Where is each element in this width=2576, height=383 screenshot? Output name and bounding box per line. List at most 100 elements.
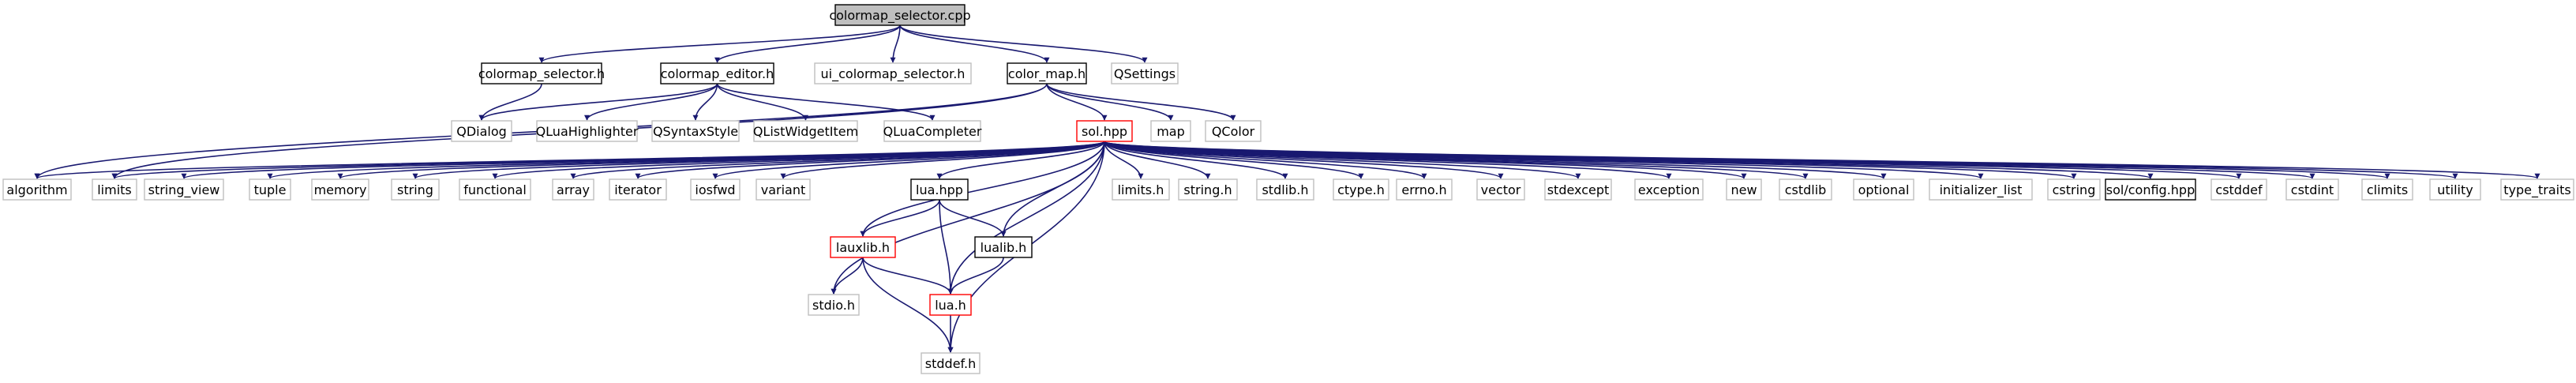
edge-sol-hpp-to-lua-h xyxy=(947,141,1105,295)
node-limits-h[interactable]: limits.h xyxy=(1112,178,1170,201)
node-label: errno.h xyxy=(1401,182,1446,197)
node-color-map-h[interactable]: color_map.h xyxy=(1007,62,1087,84)
node-box xyxy=(552,178,594,201)
node-lauxlib-h[interactable]: lauxlib.h xyxy=(830,236,896,258)
node-root[interactable]: colormap_selector.cpp xyxy=(829,4,971,26)
node-string[interactable]: string xyxy=(391,178,440,201)
node-box xyxy=(808,294,860,316)
node-label: stdexcept xyxy=(1547,182,1610,197)
node-qluahighlighter[interactable]: QLuaHighlighter xyxy=(536,120,639,142)
node-label: iosfwd xyxy=(695,182,735,197)
node-qluacompleter[interactable]: QLuaCompleter xyxy=(883,120,982,142)
node-iosfwd[interactable]: iosfwd xyxy=(690,178,741,201)
node-memory[interactable]: memory xyxy=(311,178,369,201)
node-qsyntaxstyle[interactable]: QSyntaxStyle xyxy=(651,120,740,142)
edge-sol-hpp-to-limits-h xyxy=(1104,141,1144,179)
edges-layer xyxy=(34,24,2540,353)
node-new[interactable]: new xyxy=(1726,178,1762,201)
node-map[interactable]: map xyxy=(1150,120,1191,142)
node-label: climits xyxy=(2367,182,2408,197)
node-stdlib-h[interactable]: stdlib.h xyxy=(1256,178,1314,201)
node-box xyxy=(249,178,291,201)
edge-root-to-colormap-editor-h xyxy=(714,24,901,63)
edge-colormap-editor-h-to-qlistwidgetitem xyxy=(716,83,808,121)
node-stdexcept[interactable]: stdexcept xyxy=(1544,178,1612,201)
node-label: lauxlib.h xyxy=(836,240,890,255)
node-lualib-h[interactable]: lualib.h xyxy=(974,236,1033,258)
node-box xyxy=(1333,178,1389,201)
node-colormap-editor-h[interactable]: colormap_editor.h xyxy=(660,62,774,84)
node-box xyxy=(2285,178,2339,201)
node-utility[interactable]: utility xyxy=(2429,178,2481,201)
edge-sol-hpp-to-tuple xyxy=(267,141,1105,179)
node-box xyxy=(1178,178,1238,201)
node-cstdint[interactable]: cstdint xyxy=(2285,178,2339,201)
node-colormap-selector-h[interactable]: colormap_selector.h xyxy=(478,62,605,84)
node-label: vector xyxy=(1481,182,1521,197)
node-limits[interactable]: limits xyxy=(92,178,137,201)
node-type-traits[interactable]: type_traits xyxy=(2500,178,2574,201)
node-exception[interactable]: exception xyxy=(1634,178,1704,201)
node-tuple[interactable]: tuple xyxy=(249,178,291,201)
node-label: colormap_selector.cpp xyxy=(829,8,970,24)
edge-sol-hpp-to-memory xyxy=(337,141,1105,179)
node-errno-h[interactable]: errno.h xyxy=(1396,178,1453,201)
node-qdialog[interactable]: QDialog xyxy=(451,120,512,142)
edge-lualib-h-to-lua-h xyxy=(947,257,1004,295)
nodes-layer: colormap_selector.cpp colormap_selector.h… xyxy=(2,4,2574,374)
node-label: string_view xyxy=(148,182,220,198)
node-box xyxy=(536,120,638,142)
node-label: stdlib.h xyxy=(1262,182,1308,197)
node-vector[interactable]: vector xyxy=(1476,178,1525,201)
node-box xyxy=(2361,178,2413,201)
node-sol-hpp[interactable]: sol.hpp xyxy=(1076,120,1133,142)
node-box xyxy=(2105,178,2196,201)
node-string-h[interactable]: string.h xyxy=(1178,178,1238,201)
node-label: stdio.h xyxy=(812,298,855,313)
node-qlistwidgetitem[interactable]: QListWidgetItem xyxy=(753,120,858,142)
edge-sol-hpp-to-ctype-h xyxy=(1104,141,1364,179)
node-ctype-h[interactable]: ctype.h xyxy=(1333,178,1389,201)
edge-root-to-qsettings xyxy=(899,24,1148,63)
node-qsettings[interactable]: QSettings xyxy=(1111,62,1179,84)
node-array[interactable]: array xyxy=(552,178,594,201)
node-box xyxy=(2047,178,2101,201)
node-box xyxy=(1396,178,1453,201)
node-cstring[interactable]: cstring xyxy=(2047,178,2101,201)
node-initializer-list[interactable]: initializer_list xyxy=(1929,178,2033,201)
node-sol-config-hpp[interactable]: sol/config.hpp xyxy=(2105,178,2196,201)
node-qcolor[interactable]: QColor xyxy=(1205,120,1262,142)
node-string-view[interactable]: string_view xyxy=(144,178,224,201)
node-lua-h[interactable]: lua.h xyxy=(929,294,972,316)
node-label: cstdlib xyxy=(1785,182,1827,197)
node-label: limits xyxy=(97,182,132,197)
node-cstddef[interactable]: cstddef xyxy=(2210,178,2267,201)
node-iterator[interactable]: iterator xyxy=(609,178,667,201)
node-stddef-h[interactable]: stddef.h xyxy=(921,352,981,374)
node-variant[interactable]: variant xyxy=(756,178,811,201)
node-stdio-h[interactable]: stdio.h xyxy=(808,294,860,316)
node-cstdlib[interactable]: cstdlib xyxy=(1779,178,1832,201)
node-box xyxy=(1150,120,1191,142)
node-label: optional xyxy=(1858,182,1910,197)
node-label: colormap_selector.h xyxy=(478,66,605,82)
node-functional[interactable]: functional xyxy=(459,178,531,201)
node-box xyxy=(814,62,972,84)
node-label: sol/config.hpp xyxy=(2106,182,2195,197)
node-label: ui_colormap_selector.h xyxy=(821,66,966,82)
node-climits[interactable]: climits xyxy=(2361,178,2413,201)
node-optional[interactable]: optional xyxy=(1853,178,1914,201)
edge-sol-hpp-to-type-traits xyxy=(1104,141,2540,179)
edge-colormap-editor-h-to-qluahighlighter xyxy=(584,83,718,121)
node-label: QColor xyxy=(1212,124,1255,139)
node-box xyxy=(753,120,858,142)
node-ui-colormap-selector-h[interactable]: ui_colormap_selector.h xyxy=(814,62,972,84)
edge-root-to-colormap-selector-h xyxy=(538,24,901,63)
node-box xyxy=(1634,178,1704,201)
node-algorithm[interactable]: algorithm xyxy=(2,178,72,201)
node-box xyxy=(834,4,966,26)
node-lua-hpp[interactable]: lua.hpp xyxy=(910,178,969,201)
node-box xyxy=(144,178,224,201)
node-box xyxy=(1544,178,1612,201)
